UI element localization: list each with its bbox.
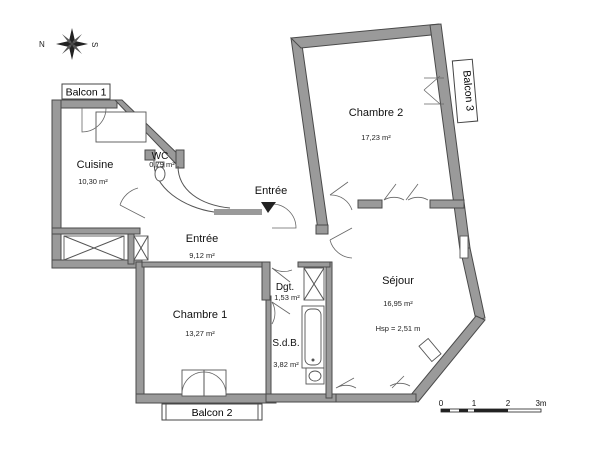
dgt-closet (303, 267, 325, 301)
sdb-name: S.d.B. (272, 338, 299, 349)
entree-name: Entrée (186, 233, 218, 245)
kitchen-cabinet (63, 235, 125, 261)
wc-name: WC (152, 151, 169, 162)
compass-south-label: S (90, 42, 99, 47)
balcon-3: Balcon 3 (451, 58, 479, 124)
chambre1-name: Chambre 1 (173, 309, 227, 321)
balcon-1-label: Balcon 1 (66, 87, 107, 99)
dgt-area: 1,53 m² (274, 293, 300, 302)
entrance-arrow-icon (261, 202, 276, 213)
balcon-3-label: Balcon 3 (460, 70, 476, 112)
cuisine-name: Cuisine (77, 159, 114, 171)
entrance-label: Entrée (255, 185, 287, 197)
chambre1-window (181, 369, 227, 397)
compass-north-label: N (39, 40, 45, 49)
sejour-area: 16,95 m² (383, 299, 413, 308)
chambre2-name: Chambre 2 (349, 107, 403, 119)
scale-tick-3: 3m (535, 399, 546, 408)
chambre2-window (423, 75, 444, 105)
scale-tick-1: 1 (472, 399, 477, 408)
sdb-sink (305, 367, 325, 385)
scale-tick-2: 2 (506, 399, 511, 408)
sejour-name: Séjour (382, 275, 414, 287)
wc-area: 0,79 m² (149, 160, 175, 169)
sdb-area: 3,82 m² (273, 360, 299, 369)
chambre1-area: 13,27 m² (185, 329, 215, 338)
compass-rose: N S (39, 28, 99, 60)
balcon-2-label: Balcon 2 (192, 407, 233, 419)
sejour-height: Hsp = 2,51 m (376, 324, 421, 333)
dgt-name: Dgt. (276, 282, 294, 293)
chambre2-area: 17,23 m² (361, 133, 391, 142)
scale-bar: 0 1 2 3m (439, 399, 547, 413)
balcon-2: Balcon 2 (161, 403, 263, 421)
balcon-1: Balcon 1 (61, 83, 111, 100)
entree-area: 9,12 m² (189, 251, 215, 260)
cuisine-area: 10,30 m² (78, 177, 108, 186)
bathtub (301, 305, 325, 369)
scale-tick-0: 0 (439, 399, 444, 408)
entree-cabinet (133, 235, 149, 261)
